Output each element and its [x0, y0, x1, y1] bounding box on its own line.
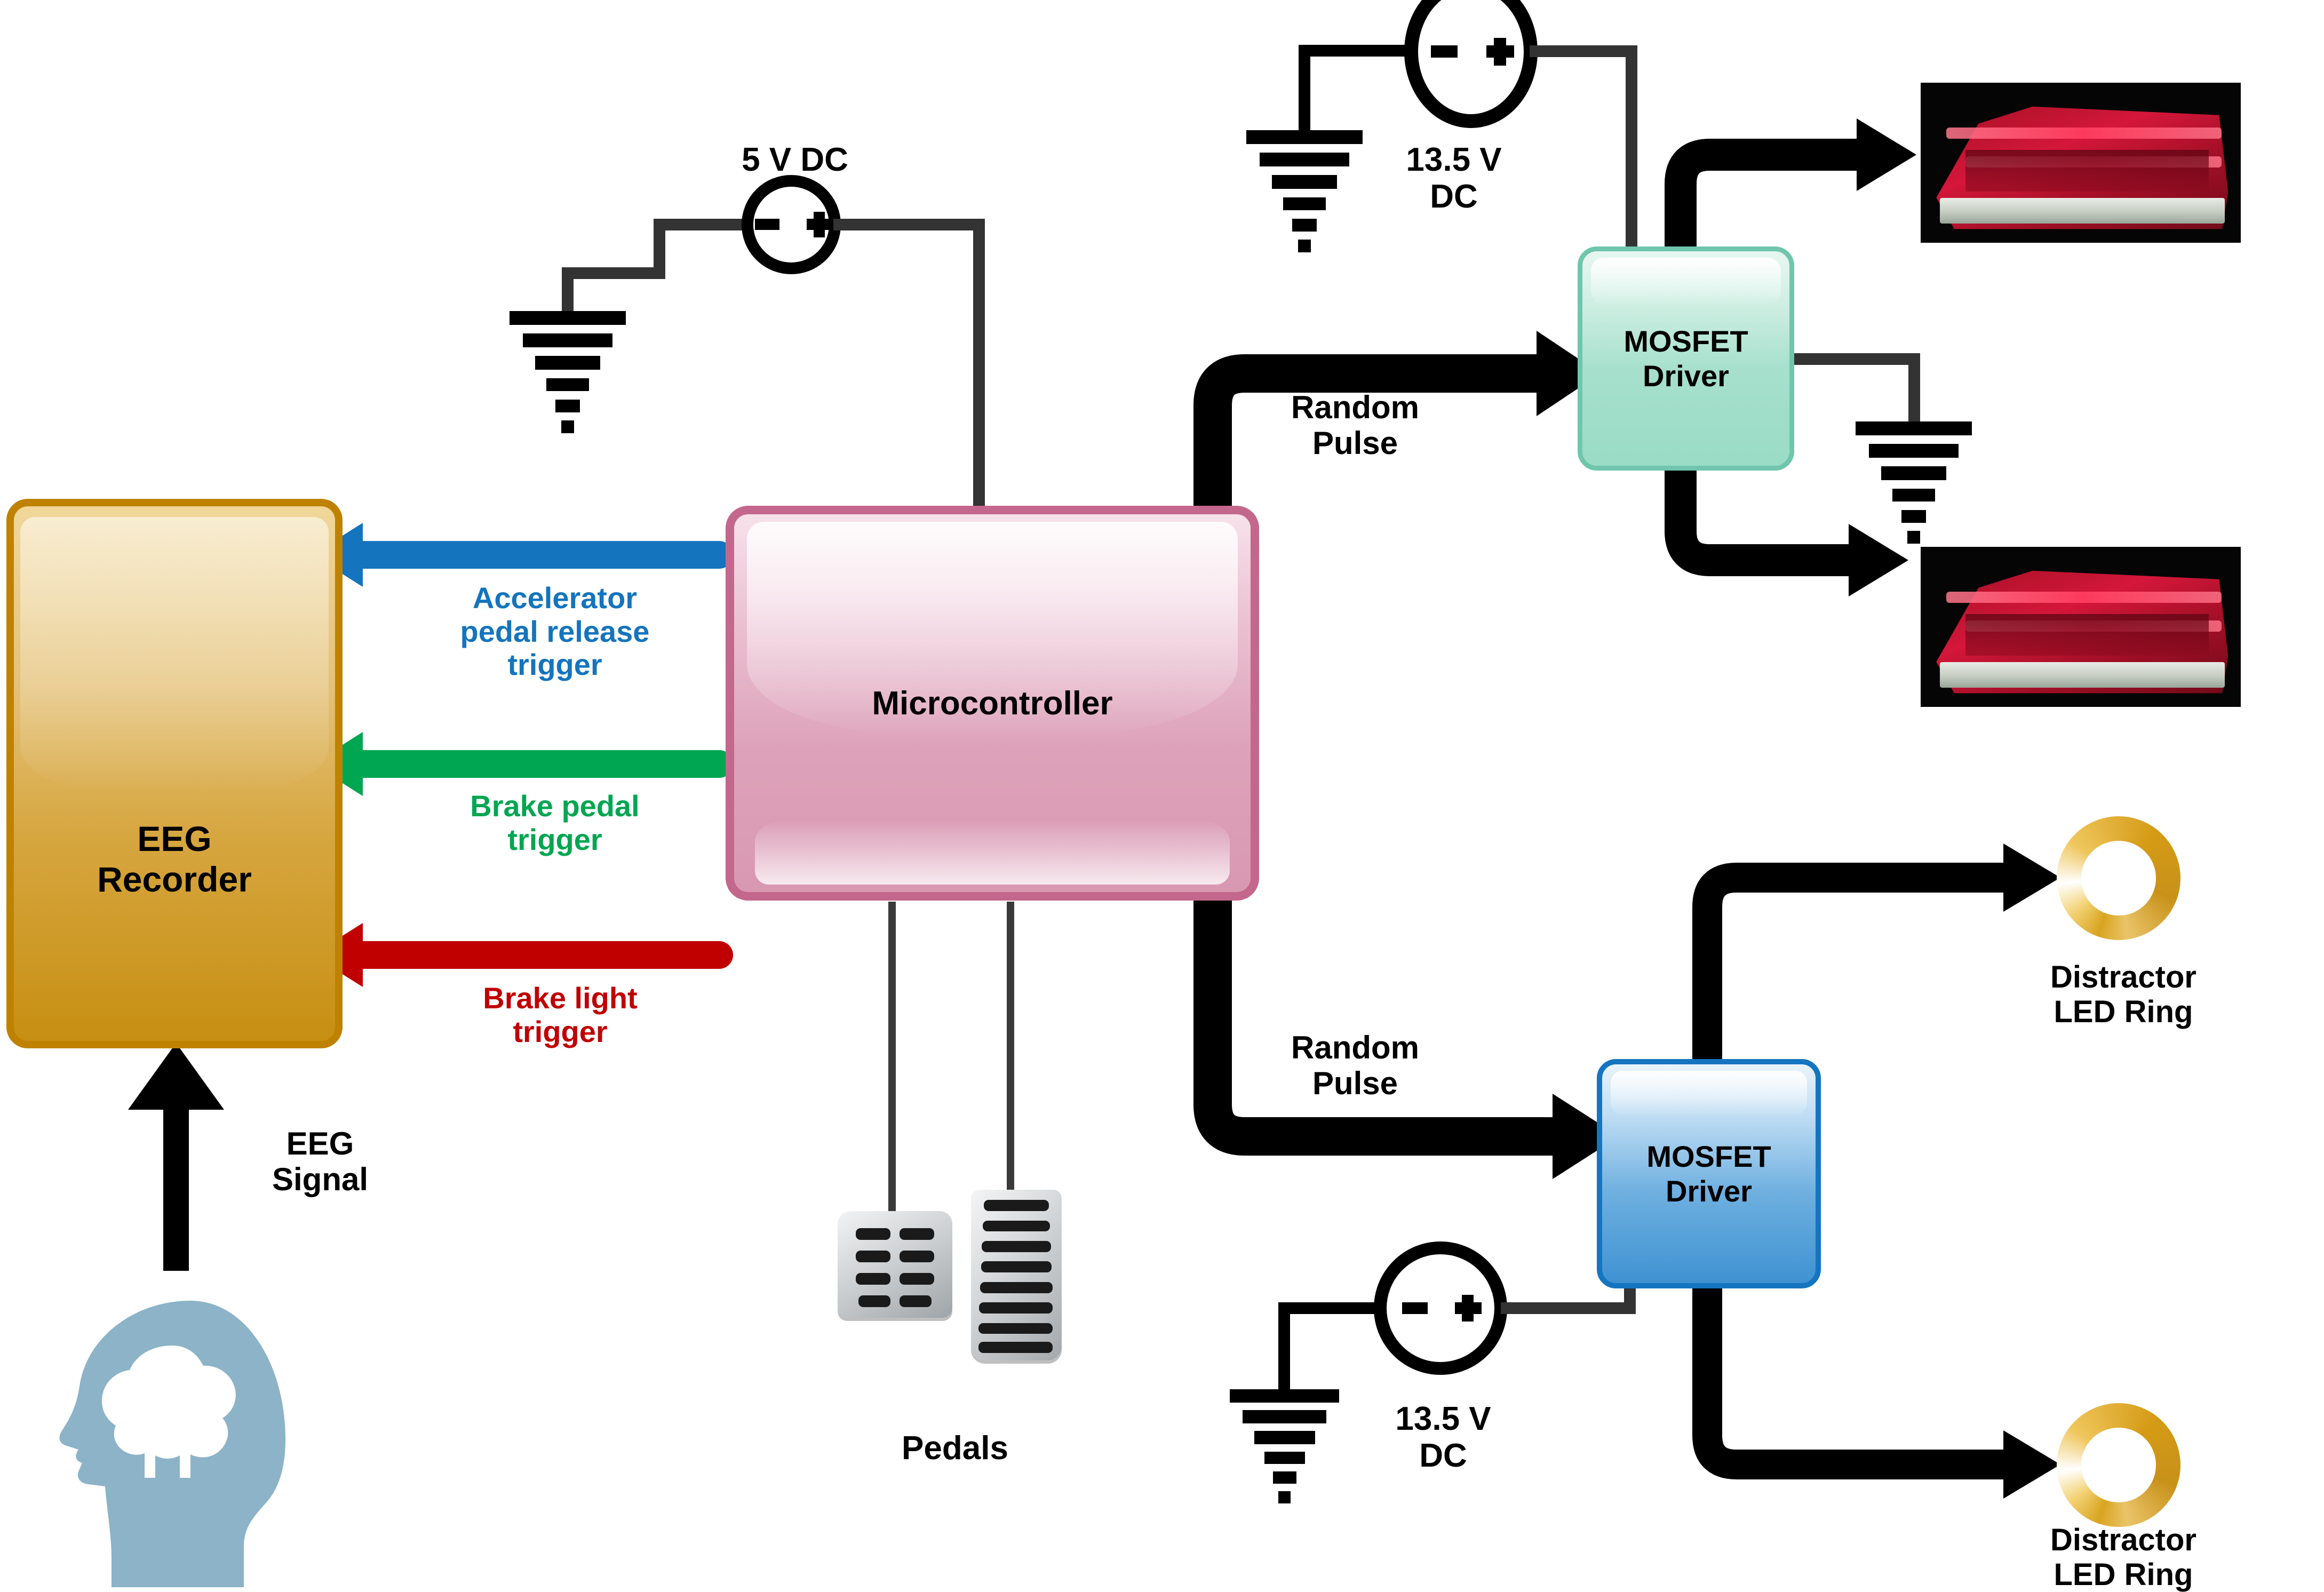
accelerator-pedal-icon — [971, 1190, 1062, 1360]
brake-pedal-icon — [838, 1211, 952, 1318]
accelerator-pedal-release-trigger-arrow[interactable] — [312, 523, 733, 587]
brake-light-trigger-label: Brake light trigger — [483, 981, 638, 1048]
brake-pedal-trigger-arrow[interactable] — [312, 732, 733, 796]
mosfet-green-glare — [1590, 258, 1781, 305]
distractor-led-ring-bottom — [2057, 1403, 2180, 1527]
random-pulse-arrow-top — [1193, 331, 1601, 528]
supply-13v5-bottom-label: 13.5 V DC — [1395, 1400, 1491, 1475]
mosfet-green-output-bottom-arrow — [1665, 471, 1908, 596]
taillight-reverse-lamp-bottom — [1940, 662, 2225, 688]
microcontroller-label: Microcontroller — [872, 684, 1113, 722]
distractor-led-ring-bottom-label: Distractor LED Ring — [2050, 1523, 2196, 1592]
mosfet-blue-glare — [1611, 1071, 1807, 1115]
eeg-signal-arrow — [128, 1043, 224, 1271]
mosfet-green-output-top-arrow — [1665, 118, 1916, 246]
brake-light-top — [1921, 83, 2241, 243]
distractor-led-ring-top — [2057, 816, 2180, 940]
eeg-recorder-label: EEG Recorder — [97, 819, 252, 899]
distractor-led-ring-top-label: Distractor LED Ring — [2050, 960, 2196, 1029]
taillight-dark-zone-top — [1965, 150, 2209, 192]
microcontroller-bottom-glare — [754, 820, 1230, 885]
pedal-linkage-lines — [888, 902, 1014, 1214]
supply-13v5-top-symbol — [1246, 0, 1637, 252]
ground-icon-mosfet-green — [1794, 353, 1972, 544]
ground-icon-13v5-bottom — [1230, 1389, 1339, 1503]
random-pulse-arrow-bottom — [1193, 901, 1619, 1179]
brake-light-trigger-arrow[interactable] — [312, 923, 733, 987]
taillight-led-strip-top-1 — [1946, 128, 2222, 139]
eeg-recorder-block[interactable]: EEG Recorder — [6, 499, 343, 1048]
taillight-dark-zone-bottom — [1965, 614, 2209, 656]
ground-icon-13v5-top — [1246, 130, 1363, 252]
brake-light-bottom — [1921, 547, 2241, 707]
brake-pedal-trigger-label: Brake pedal trigger — [470, 789, 640, 856]
microcontroller-block[interactable]: Microcontroller — [726, 506, 1259, 901]
mosfet-driver-distractor-label: MOSFET Driver — [1646, 1140, 1771, 1208]
pedals-label: Pedals — [902, 1430, 1008, 1467]
mosfet-blue-output-top-arrow — [1692, 843, 2060, 1059]
random-pulse-bottom-label: Random Pulse — [1291, 1030, 1419, 1102]
ground-icon-5v — [510, 311, 626, 433]
head-with-brain-icon — [59, 1301, 285, 1587]
supply-5v-symbol — [510, 175, 985, 506]
accelerator-pedal-release-trigger-label: Accelerator pedal release trigger — [460, 581, 650, 682]
random-pulse-top-label: Random Pulse — [1291, 389, 1419, 461]
supply-13v5-top-label: 13.5 V DC — [1406, 141, 1502, 216]
mosfet-driver-distractor-block[interactable]: MOSFET Driver — [1597, 1059, 1821, 1288]
supply-13v5-bottom-symbol — [1230, 1241, 1636, 1503]
eeg-signal-label: EEG Signal — [272, 1126, 369, 1198]
taillight-led-strip-bottom-1 — [1946, 592, 2222, 603]
mosfet-driver-brakelight-block[interactable]: MOSFET Driver — [1578, 246, 1794, 471]
taillight-reverse-lamp-top — [1940, 198, 2225, 224]
mosfet-driver-brakelight-label: MOSFET Driver — [1623, 324, 1748, 393]
mosfet-blue-output-bottom-arrow — [1692, 1288, 2060, 1499]
supply-5v-label: 5 V DC — [742, 141, 848, 178]
